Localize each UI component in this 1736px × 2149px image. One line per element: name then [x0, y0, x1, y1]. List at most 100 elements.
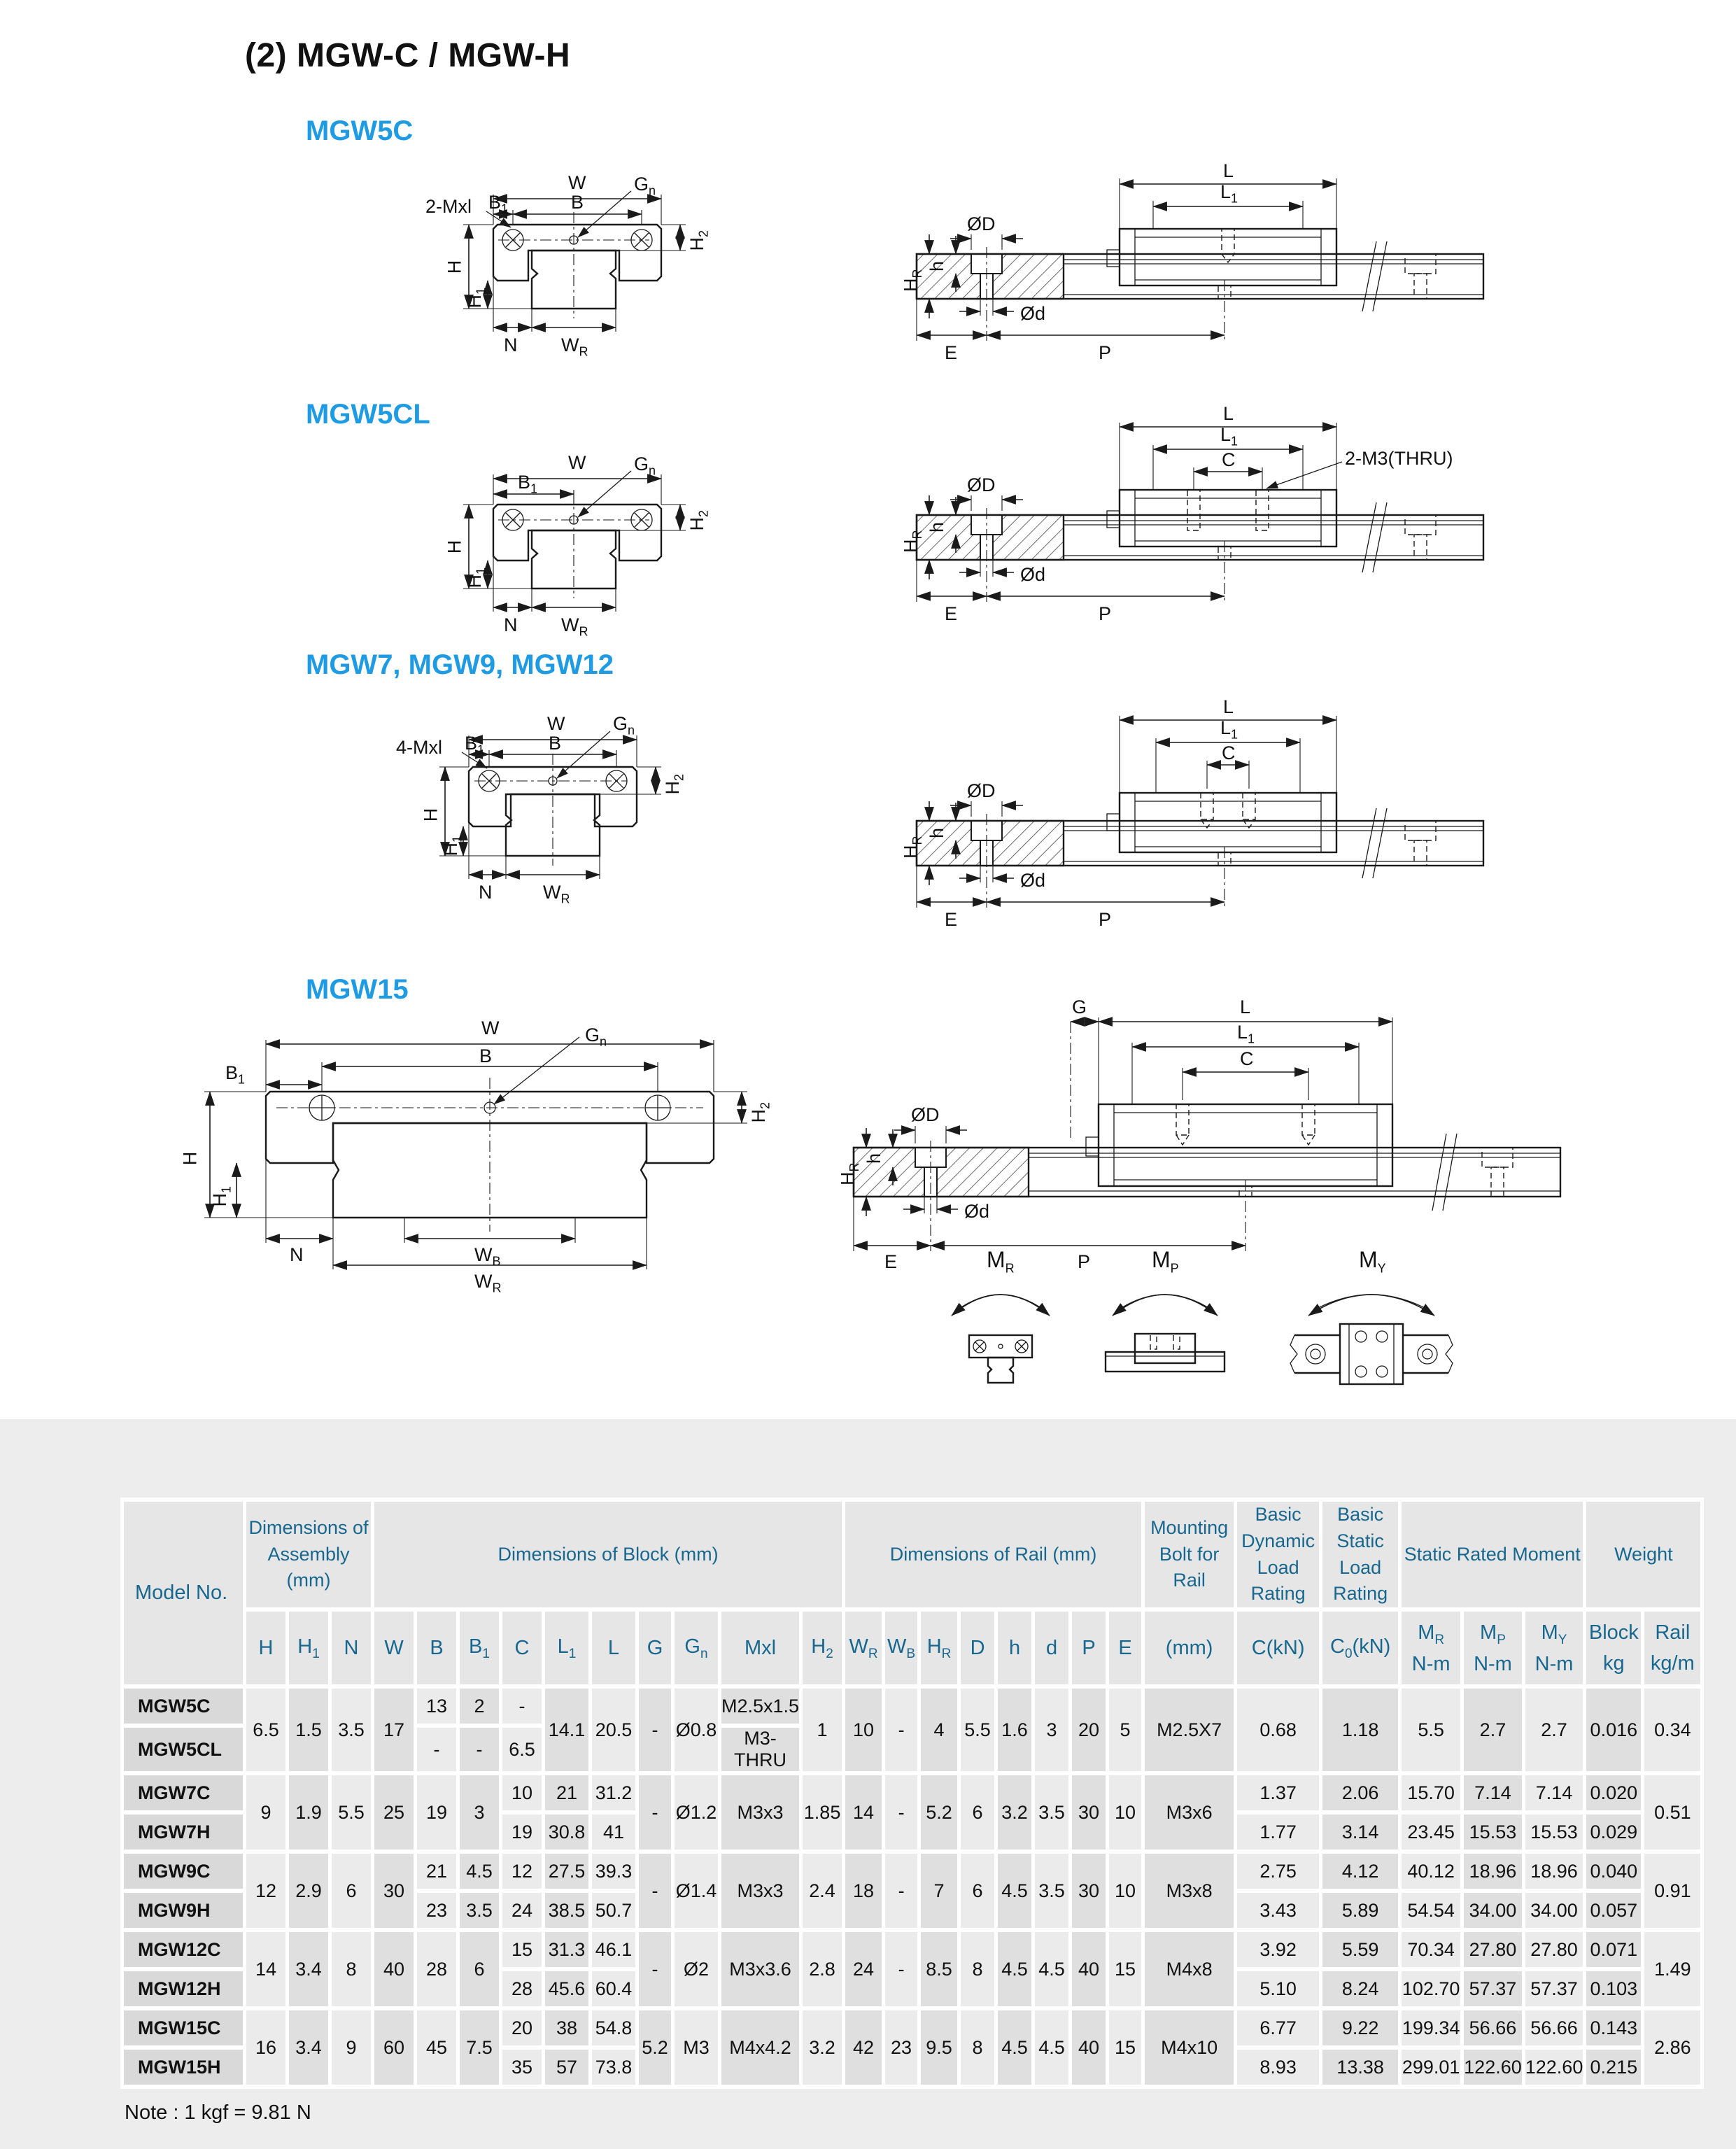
mgw7-side-view: L L1 C ØD HR h Ød E P [889, 675, 1504, 929]
table-cell: - [885, 1932, 918, 2011]
drawing-label: W [568, 452, 586, 473]
table-cell: 21 [417, 1854, 456, 1894]
table-cell: M2.5x1.5 [721, 1689, 800, 1728]
table-cell: 20.5 [592, 1689, 635, 1776]
mgw7-front-drawing [439, 731, 661, 880]
drawing-label: Gn [585, 1024, 607, 1049]
drawing-label: E [945, 603, 958, 624]
table-cell: 8.5 [921, 1932, 958, 2011]
table-cell: 1.5 [289, 1689, 328, 1776]
drawing-label: B1 [225, 1062, 246, 1087]
drawing-label: 2-M3(THRU) [1345, 448, 1453, 469]
mgw5c-side-drawing [915, 178, 1485, 341]
drawing-label: P [1078, 1251, 1091, 1272]
drawing-label: E [945, 342, 958, 363]
table-cell: - [885, 1854, 918, 1933]
table-header-cell: H2 [803, 1612, 842, 1689]
mgw15-side-view: G L L1 C ØD HR h Ød E P [826, 973, 1581, 1271]
table-cell: - [885, 1689, 918, 1776]
table-cell: 56.66 [1525, 2010, 1583, 2050]
table-cell: 14.1 [545, 1689, 588, 1776]
table-cell: 2.06 [1322, 1775, 1399, 1815]
table-cell: 23.45 [1402, 1815, 1461, 1854]
table-cell: 15.53 [1525, 1815, 1583, 1854]
table-cell: 3.5 [1035, 1854, 1069, 1933]
table-cell: 0.215 [1586, 2050, 1642, 2090]
drawing-label: HR [900, 269, 924, 292]
table-cell: 45.6 [545, 1971, 588, 2011]
model-cell: MGW9H [124, 1893, 243, 1933]
table-cell: 9 [332, 2010, 371, 2090]
table-cell: 6 [961, 1854, 995, 1933]
table-cell: 5.5 [332, 1775, 371, 1854]
table-cell: 45 [417, 2010, 456, 2090]
drawing-label: WR [474, 1271, 502, 1295]
table-header: Model No. Dimensions of Assembly (mm) Di… [124, 1498, 1701, 1689]
table-cell: M3x3 [721, 1775, 800, 1854]
drawing-label: HR [900, 836, 924, 859]
table-cell: 18 [845, 1854, 882, 1933]
drawing-label: WR [543, 882, 570, 906]
drawing-label: B1 [465, 733, 485, 757]
moment-mr-figure: MR [931, 1246, 1071, 1410]
table-cell: 2.8 [803, 1932, 842, 2011]
mgw5c-side-view: L L1 ØD HR h Ød E P [889, 136, 1504, 362]
table-cell: 40 [374, 1932, 414, 2011]
table-cell: - [639, 1689, 671, 1776]
table-cell: 4.5 [1035, 1932, 1069, 2011]
model-cell: MGW7C [124, 1775, 243, 1815]
drawing-label: H2 [662, 773, 686, 795]
table-cell: 7.5 [460, 2010, 499, 2090]
moment-mp-figure: MP [1092, 1246, 1239, 1410]
table-cell: 4.5 [998, 2010, 1032, 2090]
table-cell: 57.37 [1525, 1971, 1583, 2011]
table-cell: 9.5 [921, 2010, 958, 2090]
table-cell: 2.7 [1464, 1689, 1522, 1776]
table-cell: 41 [592, 1815, 635, 1854]
table-header-cell: HR [921, 1612, 958, 1689]
drawing-label: H2 [686, 230, 711, 251]
model-cell: MGW12H [124, 1971, 243, 2011]
drawing-label: MY [1359, 1247, 1386, 1276]
header-weight: Weight [1586, 1498, 1701, 1612]
table-cell: 23 [885, 2010, 918, 2090]
table-cell: 10 [845, 1689, 882, 1776]
table-cell: 54.54 [1402, 1893, 1461, 1933]
table-cell: 25 [374, 1775, 414, 1854]
drawing-label: H [179, 1151, 201, 1166]
table-header-cell: B1 [460, 1612, 499, 1689]
drawing-label: ØD [911, 1104, 940, 1125]
table-header-cell: N [332, 1612, 371, 1689]
table-cell: 20 [1072, 1689, 1106, 1776]
table-cell: 3.4 [289, 1932, 328, 2011]
table-cell: 1.49 [1644, 1932, 1701, 2011]
drawing-label: H [444, 260, 465, 274]
drawing-label: B [479, 1045, 493, 1066]
drawing-label: Gn [613, 713, 635, 738]
drawing-label: H2 [748, 1101, 772, 1123]
table-cell: 8 [961, 2010, 995, 2090]
drawing-label: WB [474, 1244, 501, 1269]
model-cell: MGW15C [124, 2010, 243, 2050]
drawing-label: H1 [440, 835, 465, 857]
table-cell: 0.91 [1644, 1854, 1701, 1933]
header-model: Model No. [124, 1498, 243, 1689]
table-header-cell: Gn [675, 1612, 718, 1689]
table-cell: 15 [1109, 1932, 1142, 2011]
model-cell: MGW15H [124, 2050, 243, 2090]
table-cell: 40 [1072, 1932, 1106, 2011]
table-header-cell: C [502, 1612, 542, 1689]
drawing-label: Ød [964, 1201, 990, 1222]
section-title-mgw5cl: MGW5CL [306, 399, 430, 430]
table-cell: 12 [246, 1854, 285, 1933]
table-cell: 3.92 [1237, 1932, 1320, 1972]
